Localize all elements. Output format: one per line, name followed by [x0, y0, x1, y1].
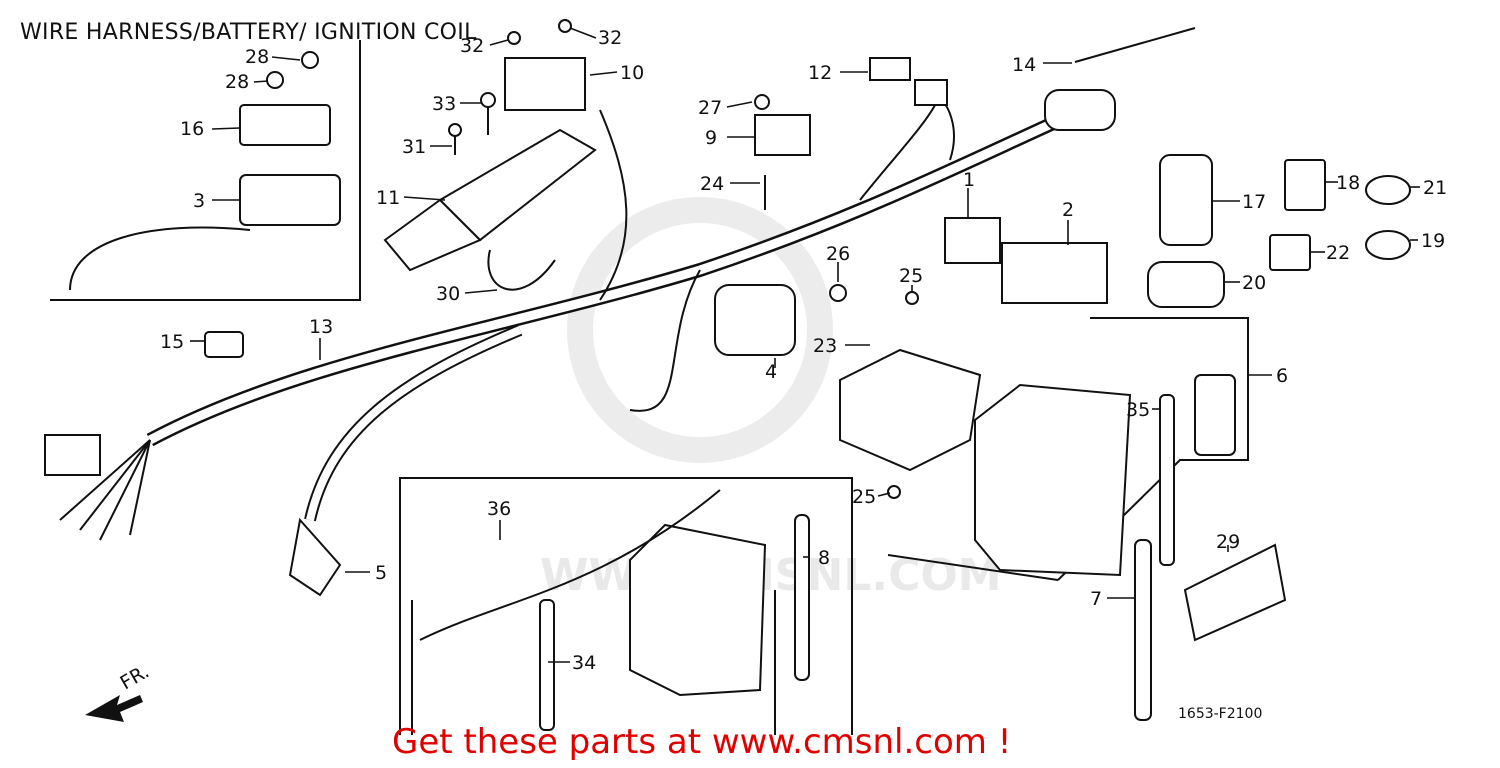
part-label-8: 8 [818, 547, 830, 569]
front-arrow-icon: FR. [85, 661, 153, 722]
part-label-16: 16 [180, 118, 204, 140]
bolts-31-33 [448, 19, 572, 155]
part-label-28b: 28 [225, 71, 249, 93]
part-label-19: 19 [1421, 230, 1445, 252]
group-frames [50, 40, 1249, 735]
part-label-24: 24 [700, 173, 724, 195]
part-label-25b: 25 [852, 486, 876, 508]
part-label-5: 5 [375, 562, 387, 584]
front-marker: FR. [117, 661, 154, 695]
part-label-13: 13 [309, 316, 333, 338]
part-label-2: 2 [1062, 199, 1074, 221]
part-label-22: 22 [1326, 242, 1350, 264]
part-label-20: 20 [1242, 272, 1266, 294]
units-1-2 [944, 217, 1108, 304]
condenser-17-group [1147, 154, 1411, 308]
part-label-10: 10 [620, 62, 644, 84]
part-label-26: 26 [826, 243, 850, 265]
part-label-27: 27 [698, 97, 722, 119]
part-label-1: 1 [963, 169, 975, 191]
drawing-code: 1653-F2100 [1178, 706, 1263, 722]
part-label-23: 23 [813, 335, 837, 357]
part-label-36: 36 [487, 498, 511, 520]
footer-link[interactable]: Get these parts at www.cmsnl.com ! [392, 722, 1012, 762]
part-label-34: 34 [572, 652, 596, 674]
part-label-7: 7 [1090, 588, 1102, 610]
misc-5-15-30 [44, 249, 556, 597]
part-label-14: 14 [1012, 54, 1036, 76]
part-label-6: 6 [1276, 365, 1288, 387]
part-label-21: 21 [1423, 177, 1447, 199]
part-labels: 28 28 16 3 32 32 10 33 31 11 30 12 14 27… [160, 27, 1447, 674]
diagram-title: WIRE HARNESS/BATTERY/ IGNITION COIL [20, 20, 477, 45]
regulator-rectifier-10 [383, 57, 597, 272]
unit-9 [754, 94, 811, 210]
coil-4 [714, 284, 847, 356]
part-label-15: 15 [160, 331, 184, 353]
battery-36 [419, 489, 767, 697]
battery-tray-23 [839, 291, 982, 499]
part-label-3: 3 [193, 190, 205, 212]
part-label-31: 31 [402, 136, 426, 158]
part-label-17: 17 [1242, 191, 1266, 213]
watermark-text: WWW.CMSNL.COM [540, 550, 1002, 601]
part-label-33: 33 [432, 93, 456, 115]
part-label-32a: 32 [460, 35, 484, 57]
part-label-28a: 28 [245, 46, 269, 68]
part-label-12: 12 [808, 62, 832, 84]
part-label-29: 29 [1216, 531, 1240, 553]
battery-6 [974, 374, 1236, 577]
leader-lines [190, 27, 1420, 663]
part-label-25a: 25 [899, 265, 923, 287]
part-label-11: 11 [376, 187, 400, 209]
part-label-9: 9 [705, 127, 717, 149]
wire-harness [59, 89, 1063, 541]
connectors-12-14 [869, 27, 1196, 131]
part-label-30: 30 [436, 283, 460, 305]
tubes-7-8-29-34-35 [539, 394, 1287, 731]
part-label-4: 4 [765, 361, 777, 383]
nut-28 [266, 51, 319, 89]
part-label-35: 35 [1126, 399, 1150, 421]
part-label-18: 18 [1336, 172, 1360, 194]
part-label-32b: 32 [598, 27, 622, 49]
